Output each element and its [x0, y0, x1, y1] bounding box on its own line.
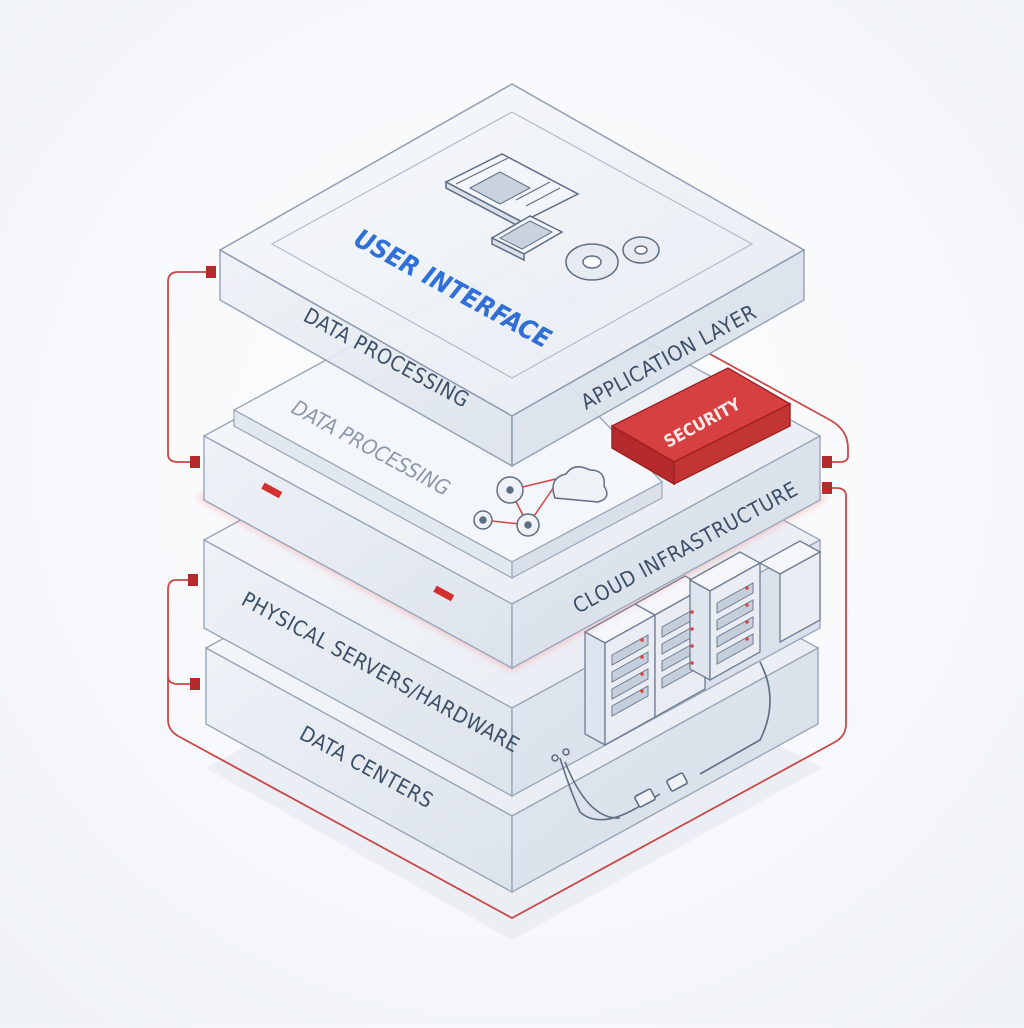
cloud-icon: [552, 466, 608, 503]
server-status-leds: [640, 586, 749, 693]
connector-lines-left: [167, 271, 847, 920]
gears-icon: [565, 236, 660, 281]
network-nodes-icon: [473, 476, 561, 537]
server-rack-icon: [583, 540, 822, 747]
connector-lines-right: [709, 353, 849, 463]
power-plug-icon: [551, 661, 771, 821]
status-indicator: [261, 482, 283, 499]
security-block: SECURITY: [610, 367, 792, 486]
mobile-device-icon: [490, 215, 564, 262]
status-indicator: [433, 585, 455, 602]
connector-nodes: [188, 266, 832, 690]
browser-window-icon: [444, 153, 580, 230]
